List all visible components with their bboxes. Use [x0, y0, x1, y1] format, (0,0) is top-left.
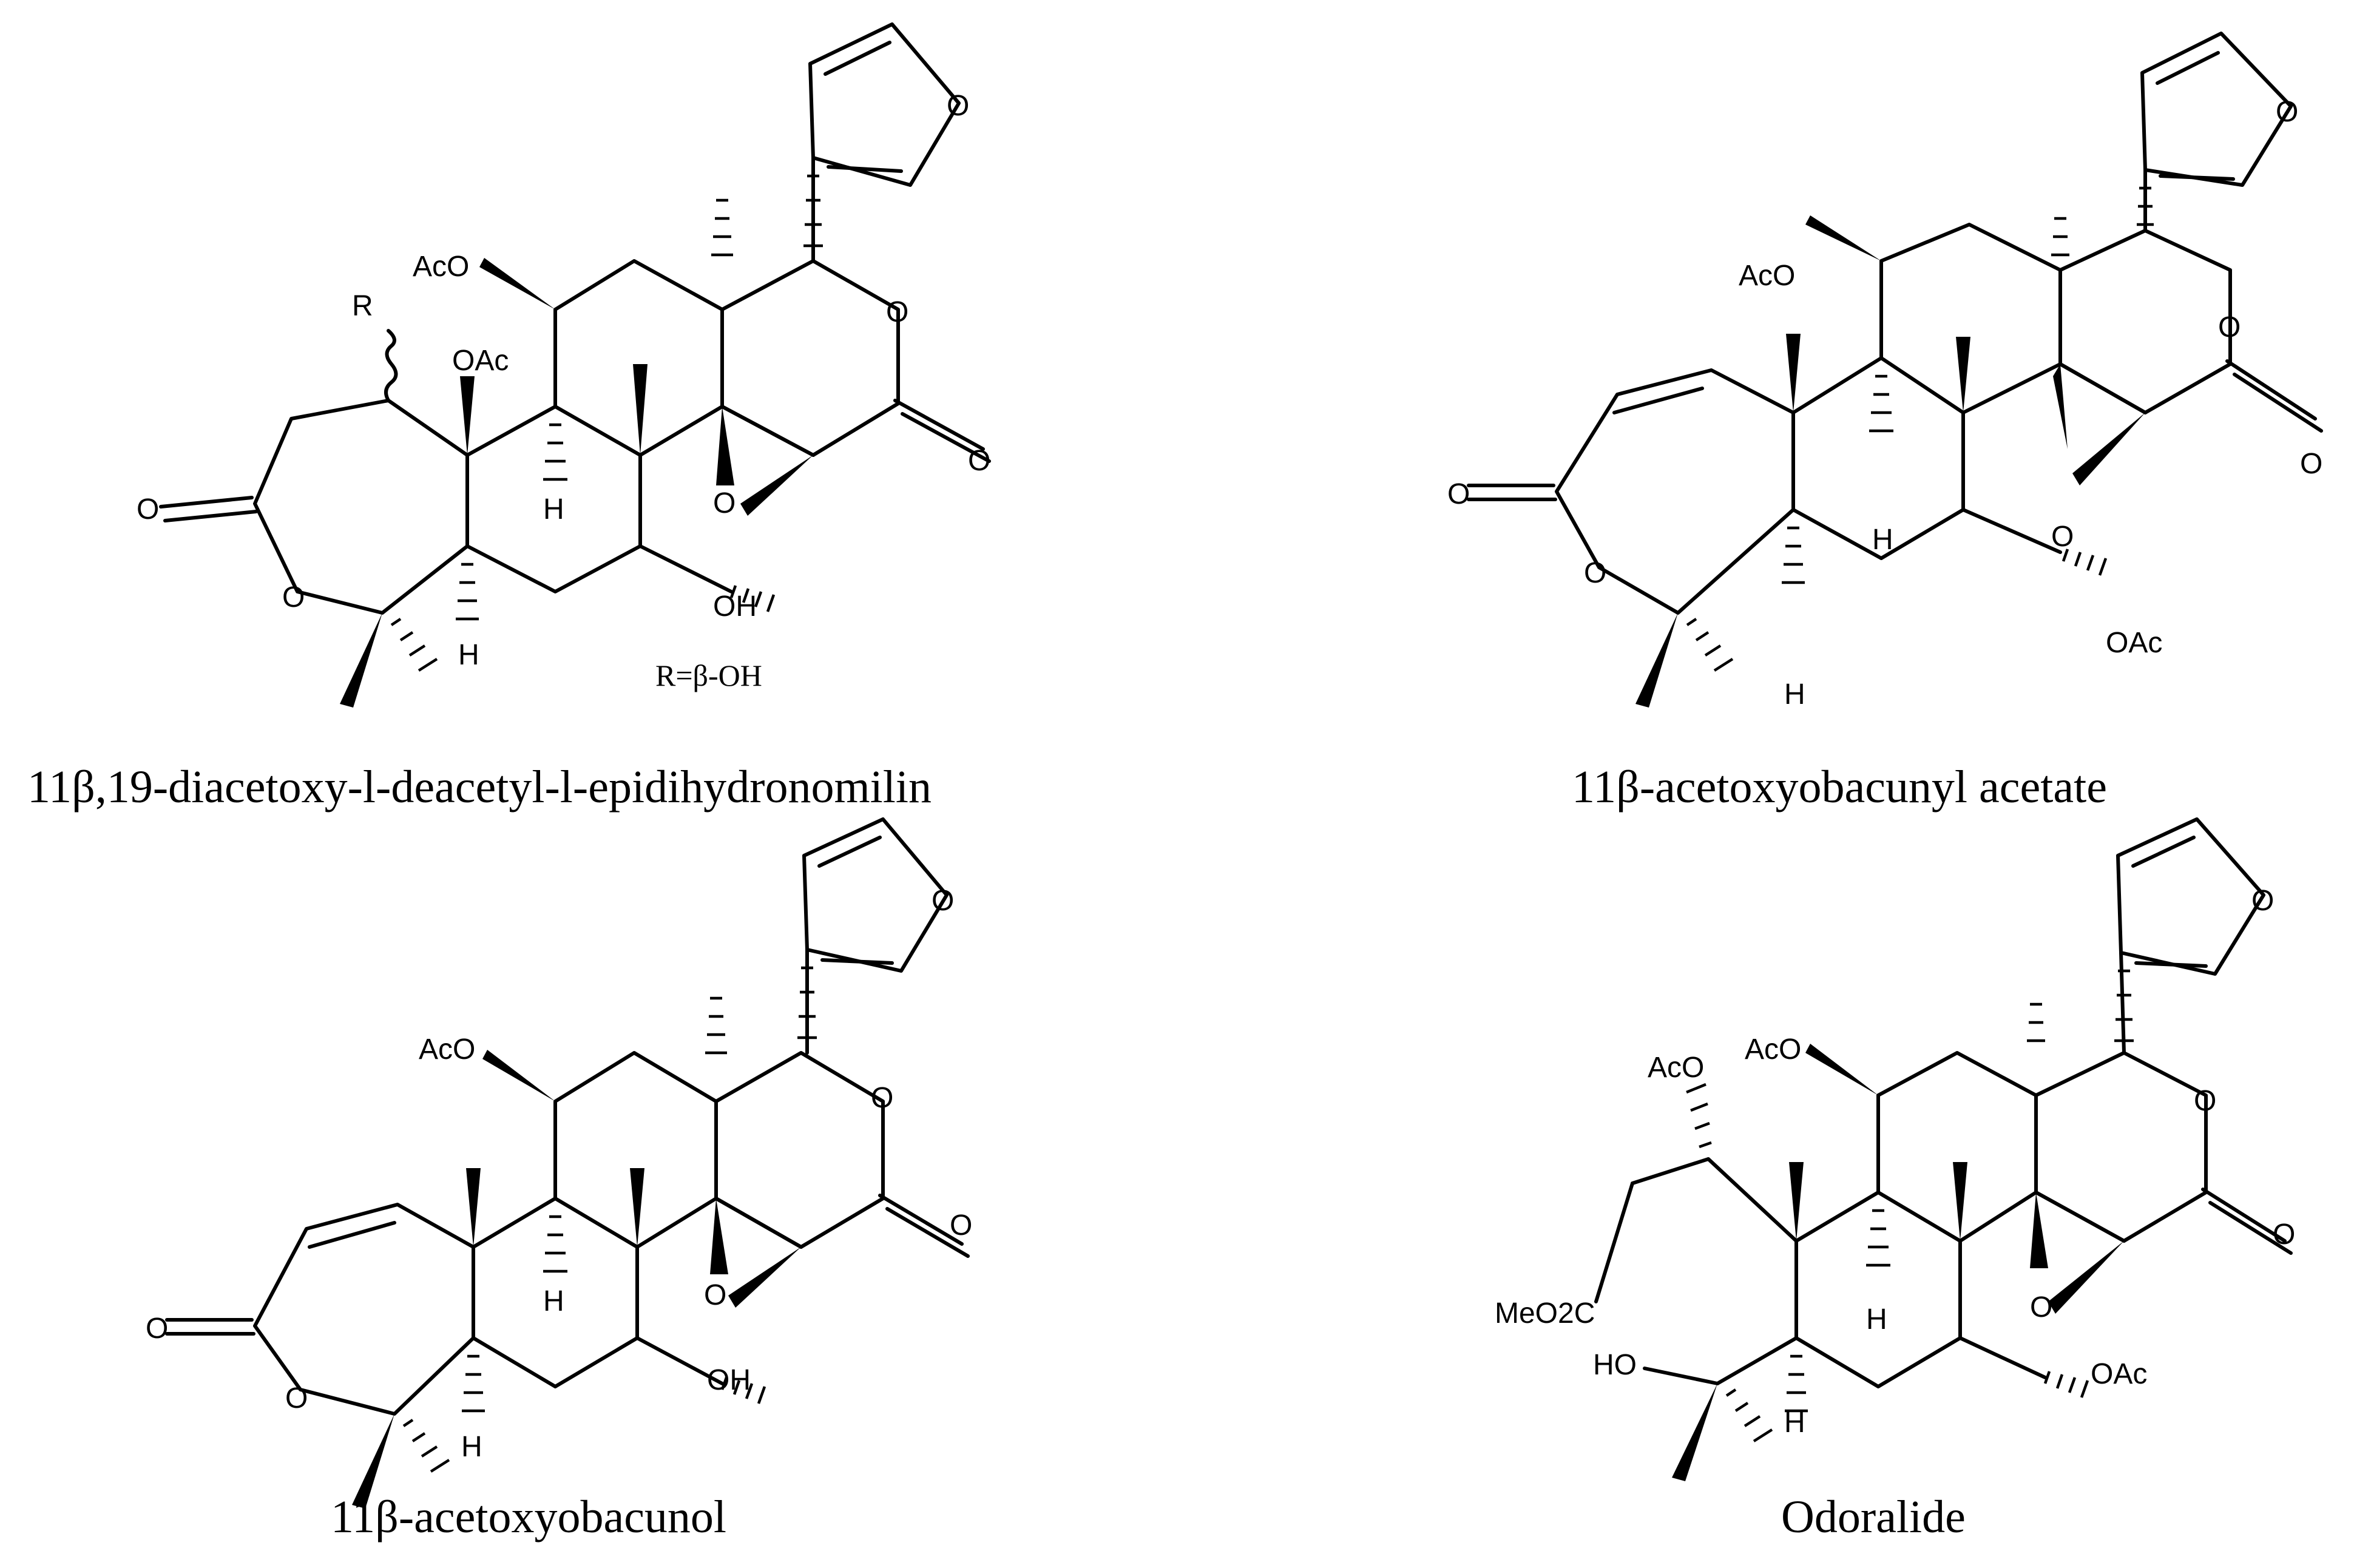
structure-4-stereo-bonds	[1672, 969, 2134, 1481]
s2-carbonyl-o-label: O	[2300, 448, 2322, 480]
s4-h-c9-label: H	[1866, 1303, 1887, 1336]
s1-r-label: R	[352, 290, 373, 322]
s2-ring-o-label: O	[1584, 557, 1606, 589]
s1-oh-label: OH	[713, 590, 757, 623]
s1-oac-label: OAc	[452, 345, 509, 377]
s4-furan-o-label: O	[2251, 885, 2274, 917]
s4-ho-label: HO	[1593, 1349, 1637, 1381]
s4-h-c5-label: H	[1784, 1407, 1805, 1439]
s3-epoxide-o-label: O	[704, 1279, 726, 1311]
s4-lactone-o-label: O	[2194, 1085, 2216, 1117]
s2-lactone-o-label: O	[2218, 311, 2241, 343]
s1-aco-top-label: AcO	[413, 251, 469, 283]
structure-4-atom-labels: AcO AcO MeO2C HO H H O OAc O O O	[1495, 885, 2295, 1439]
s1-h-c9-label: H	[543, 493, 564, 525]
s4-carbonyl-o-label: O	[2273, 1218, 2295, 1251]
structure-2-stereo-bonds	[1635, 186, 2154, 708]
structure-3-bonds	[165, 817, 970, 1416]
s4-meo2c-label: MeO2C	[1495, 1297, 1595, 1330]
s3-oh-label: OH	[707, 1364, 751, 1396]
s4-caption: Odoralide	[1781, 1492, 1966, 1543]
s1-r-definition-note: R=β-OH	[655, 658, 762, 692]
s4-epoxide-o-label: O	[2030, 1291, 2052, 1323]
structure-1: AcO R OAc O O H H O OH O O O R=β-OH 11β,…	[27, 22, 991, 813]
s3-aco-top-label: AcO	[419, 1033, 475, 1066]
s3-caption: 11β-acetoxyobacunol	[331, 1492, 726, 1543]
s3-h-c9-label: H	[543, 1285, 564, 1317]
structure-1-stereo-bonds	[340, 174, 823, 708]
s1-ring-o-label: O	[282, 581, 305, 613]
s2-h-c5-label: H	[1784, 678, 1805, 711]
s1-furan-o-label: O	[947, 90, 969, 122]
s4-aco-top-label: AcO	[1745, 1033, 1801, 1066]
structure-1-bonds	[159, 22, 991, 615]
s2-furan-o-label: O	[2276, 96, 2298, 128]
s3-carbonyl-o-label: O	[950, 1209, 972, 1242]
s4-oac-label: OAc	[2091, 1358, 2147, 1390]
structure-2-bonds	[1467, 32, 2323, 615]
structure-2-atom-labels: AcO O O H H O OAc O O O	[1447, 96, 2322, 711]
s1-ketone-o-label: O	[137, 493, 159, 525]
s2-epoxide-o-label: O	[2051, 521, 2074, 553]
s3-h-c5-label: H	[461, 1431, 482, 1463]
structure-3: AcO O O H H O OH O O O 11β-acetoxyobacun…	[146, 817, 972, 1543]
s1-caption: 11β,19-diacetoxy-l-deacetyl-l-epidihydro…	[27, 762, 932, 813]
s2-h-c9-label: H	[1872, 524, 1893, 556]
s2-ketone-o-label: O	[1447, 478, 1470, 510]
structure-3-atom-labels: AcO O O H H O OH O O O	[146, 885, 972, 1463]
s3-furan-o-label: O	[932, 885, 954, 917]
s1-epoxide-o-label: O	[713, 487, 736, 519]
s2-aco-top-label: AcO	[1739, 260, 1795, 292]
s4-aco-side-label: AcO	[1648, 1052, 1704, 1084]
s1-carbonyl-o-label: O	[968, 445, 990, 477]
structure-3-stereo-bonds	[352, 966, 817, 1509]
s1-h-c5-label: H	[458, 639, 479, 671]
structure-4: AcO AcO MeO2C HO H H O OAc O O O Odorali…	[1495, 817, 2295, 1543]
s3-lactone-o-label: O	[871, 1082, 893, 1114]
structure-2: AcO O O H H O OAc O O O 11β-acetoxyobacu…	[1447, 32, 2323, 813]
s3-ketone-o-label: O	[146, 1313, 168, 1345]
s3-ring-o-label: O	[285, 1382, 308, 1414]
s2-caption: 11β-acetoxyobacunyl acetate	[1572, 762, 2107, 813]
s1-lactone-o-label: O	[886, 296, 908, 328]
structure-1-atom-labels: AcO R OAc O O H H O OH O O O	[137, 90, 990, 671]
s2-oac-label: OAc	[2106, 627, 2162, 659]
structure-4-bonds	[1594, 817, 2293, 1388]
